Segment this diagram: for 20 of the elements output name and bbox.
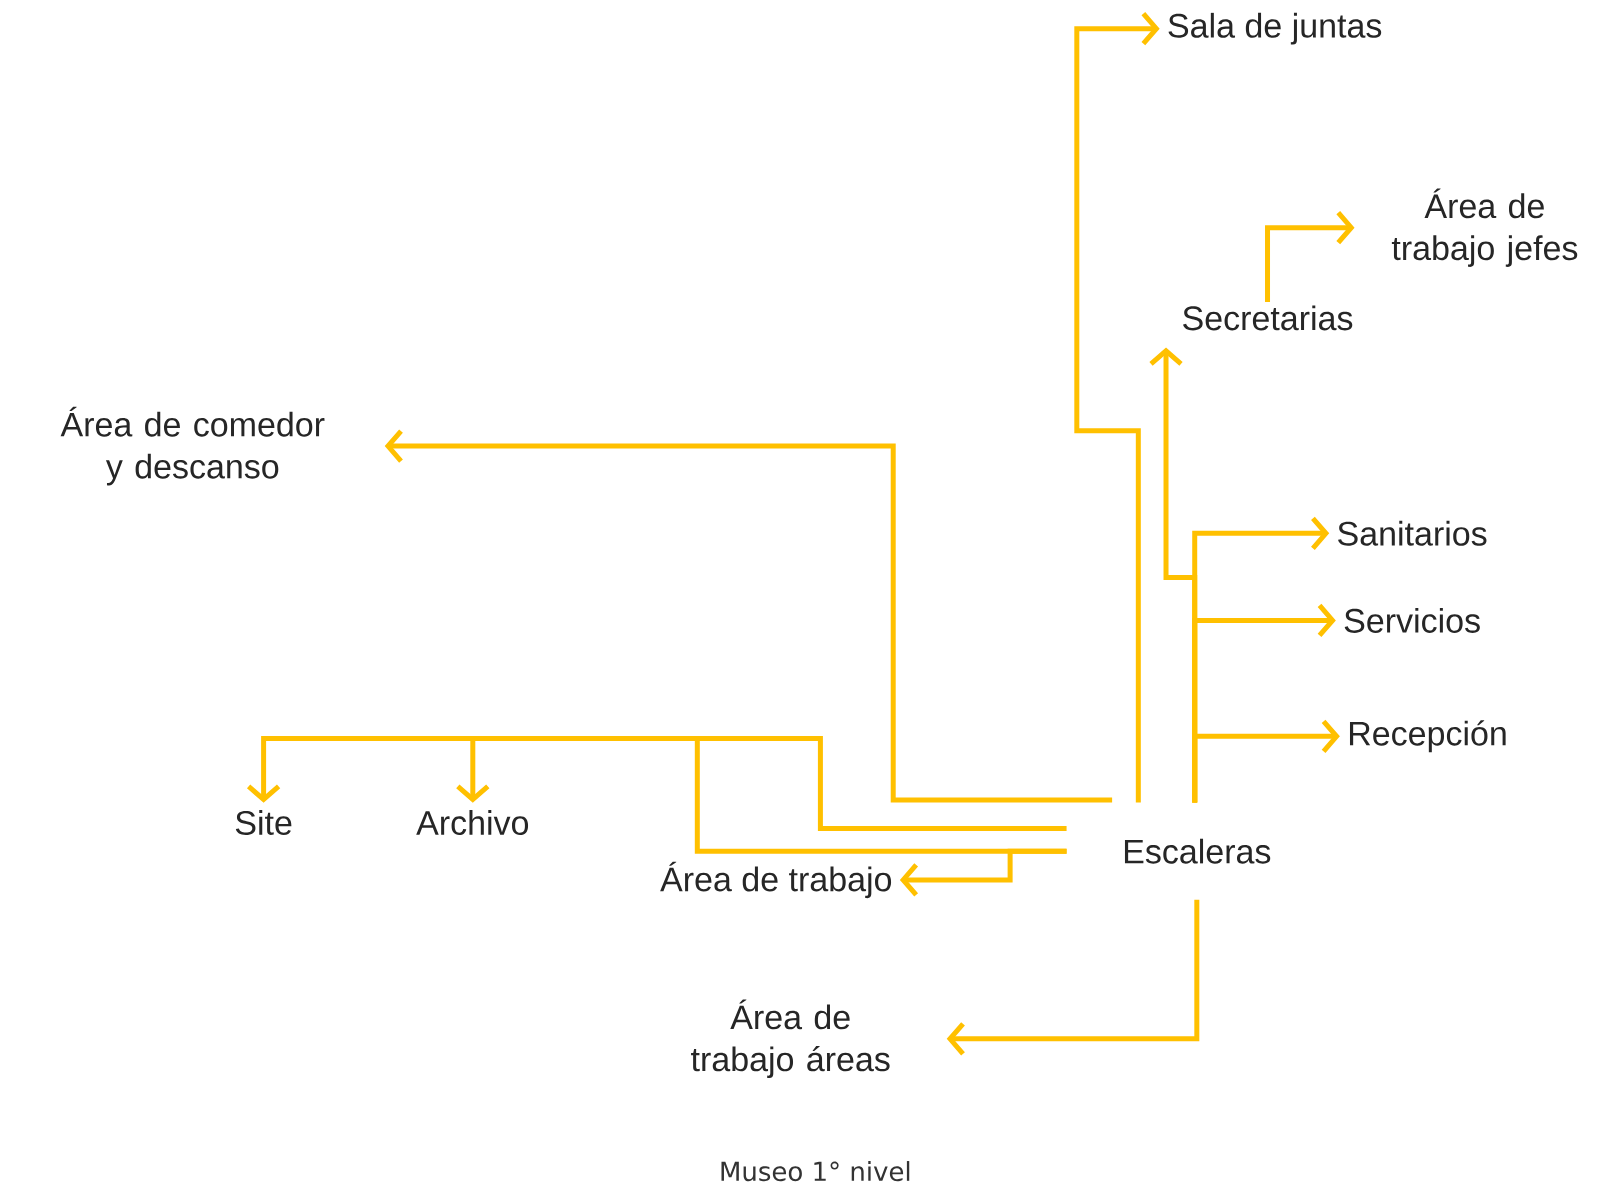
room-label: Servicios bbox=[1344, 607, 1480, 633]
room-label: Site bbox=[235, 810, 292, 835]
room-label: Escaleras bbox=[1124, 838, 1271, 864]
room-label: Archivo bbox=[416, 810, 529, 835]
room-label: Sanitarios bbox=[1338, 520, 1487, 546]
room-label: Sala de juntas bbox=[1168, 12, 1382, 45]
arrow bbox=[1074, 12, 1160, 803]
room-label: Área de trabajo jefes bbox=[1391, 188, 1578, 267]
arrow bbox=[246, 735, 1067, 832]
caption: Museo 1° nivel bbox=[721, 1161, 910, 1182]
room-label: Área de trabajo bbox=[660, 861, 892, 899]
room-label: Área de comedor y descanso bbox=[60, 406, 325, 486]
room-label: Recepción bbox=[1350, 720, 1506, 753]
arrow bbox=[384, 429, 1113, 805]
room-label: Secretarias bbox=[1183, 305, 1353, 331]
arrow bbox=[1192, 719, 1340, 803]
room-label: Área de trabajo áreas bbox=[691, 999, 890, 1079]
arrow bbox=[946, 899, 1200, 1056]
arrow bbox=[1265, 211, 1355, 303]
arrow bbox=[899, 848, 1067, 897]
